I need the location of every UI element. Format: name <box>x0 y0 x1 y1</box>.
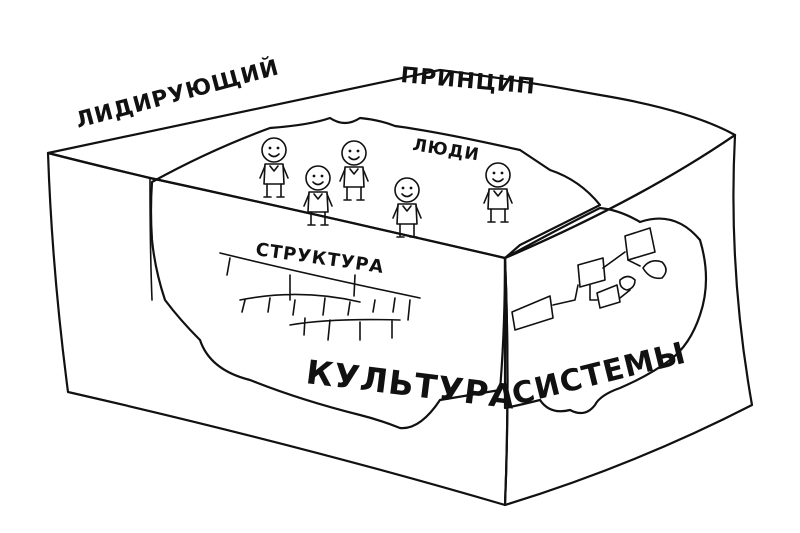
people-group <box>259 137 513 238</box>
label-structure: СТРУКТУРА <box>254 239 385 278</box>
label-principle: ПРИНЦИП <box>399 63 536 100</box>
person-icon <box>303 165 333 226</box>
system-round-2 <box>619 275 636 291</box>
person-icon <box>259 137 289 198</box>
system-box-4 <box>596 284 621 309</box>
box-left-face <box>46 151 509 507</box>
label-culture: КУЛЬТУРА <box>304 352 518 416</box>
torn-region-right <box>503 206 708 415</box>
person-icon <box>483 162 513 223</box>
system-box-2 <box>577 257 606 288</box>
org-chart-top-line <box>219 252 421 299</box>
system-connectors <box>552 251 641 306</box>
org-chart-rows <box>226 257 411 341</box>
system-box-3 <box>624 227 656 261</box>
label-leading: ЛИДИРУЮЩИЙ <box>73 54 282 133</box>
system-round-1 <box>642 260 667 280</box>
box-right-face <box>503 133 754 507</box>
box-outline <box>46 68 754 507</box>
system-box-1 <box>511 295 554 331</box>
person-icon <box>339 140 369 201</box>
box-inner-edge <box>149 177 153 301</box>
person-icon <box>392 177 422 238</box>
org-chart <box>219 252 421 341</box>
label-systems: СИСТЕМЫ <box>508 336 689 413</box>
systems-flow <box>511 227 667 331</box>
